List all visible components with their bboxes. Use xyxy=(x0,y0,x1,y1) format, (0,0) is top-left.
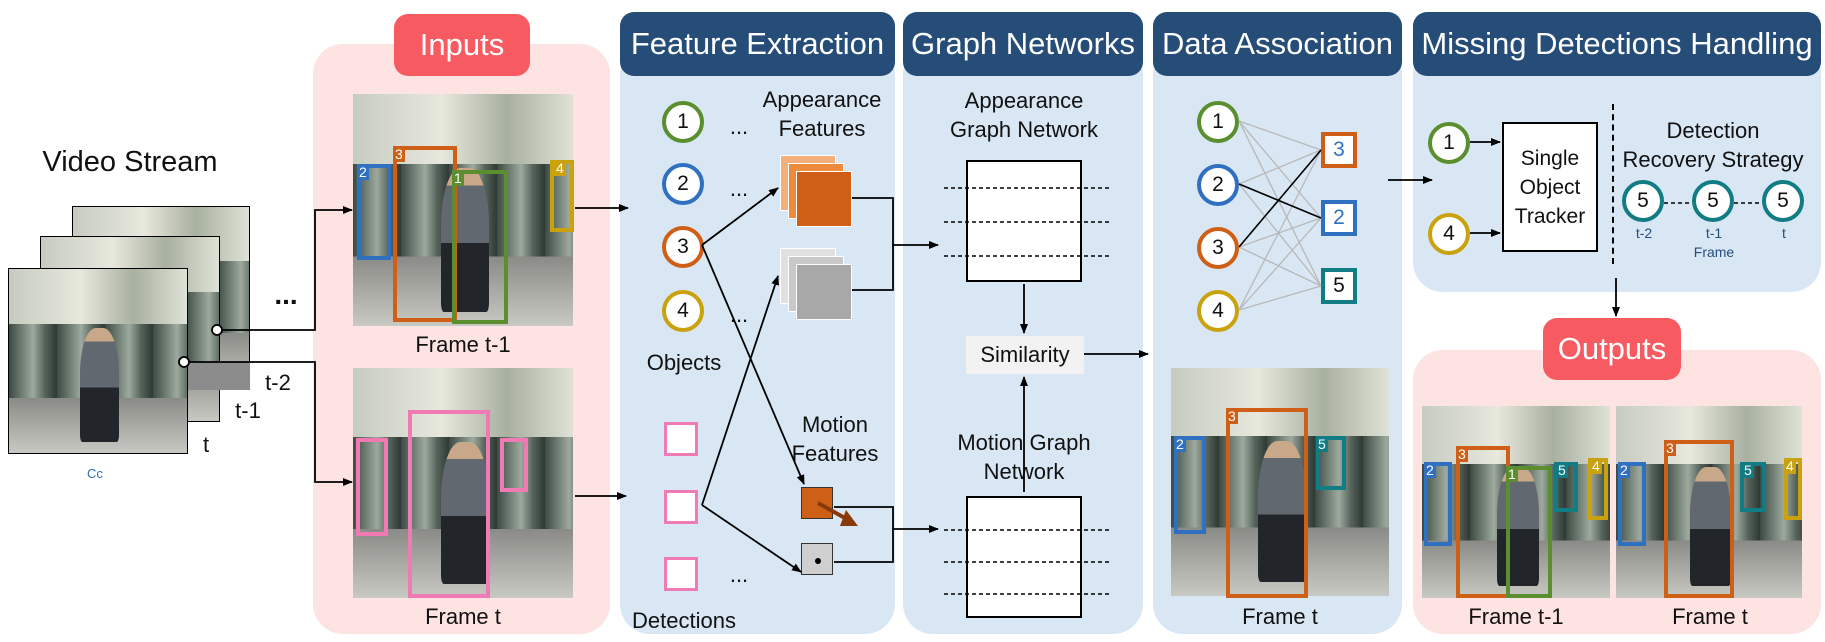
single-object-tracker-label: Single Object Tracker xyxy=(1514,146,1586,228)
association-frame-label: Frame t xyxy=(1242,604,1318,629)
single-object-tracker-box: Single Object Tracker xyxy=(1502,122,1598,252)
output-frame-t-image xyxy=(1616,406,1802,598)
detection-box-b xyxy=(408,410,490,598)
recovery-frame-label: Frame xyxy=(1693,244,1735,260)
out-left-tag-5: 5 xyxy=(1556,462,1568,478)
appearance-graph-matrix xyxy=(966,160,1082,282)
missing-divider xyxy=(1612,104,1614,264)
detection-square-2 xyxy=(664,490,698,524)
feature-extraction-header: Feature Extraction xyxy=(620,12,895,76)
recovery-time-t1: t-1 xyxy=(1705,225,1723,241)
recovery-time-t2: t-2 xyxy=(1635,225,1653,241)
out-right-tag-3: 3 xyxy=(1664,440,1676,456)
out-right-tag-4: 4 xyxy=(1784,458,1796,474)
bbox-tag-4: 4 xyxy=(554,160,566,176)
missing-detections-header: Missing Detections Handling xyxy=(1413,12,1821,76)
appearance-graph-label: Appearance Graph Network xyxy=(950,88,1098,142)
object-circle-3: 3 xyxy=(662,226,704,268)
assoc-bbox-2 xyxy=(1174,436,1206,534)
ellipsis-2: ... xyxy=(729,176,749,201)
input-frame-t-image xyxy=(353,368,573,598)
graph-networks-header: Graph Networks xyxy=(903,12,1143,76)
recovery-circle-t2: 5 xyxy=(1622,180,1664,222)
video-frame-t xyxy=(8,268,188,454)
detection-square-3 xyxy=(664,557,698,591)
output-frame-right-label: Frame t xyxy=(1672,604,1748,629)
motion-feature-gray xyxy=(801,543,833,575)
appearance-gray-card-front xyxy=(796,264,852,320)
detection-square-1 xyxy=(664,422,698,456)
frame-stack-shade xyxy=(188,362,250,390)
out-right-tag-2: 2 xyxy=(1618,462,1630,478)
objects-label: Objects xyxy=(646,350,722,375)
motion-graph-label: Motion Graph Network xyxy=(957,430,1091,484)
assoc-right-3: 3 xyxy=(1321,132,1357,168)
assoc-bbox-3 xyxy=(1226,408,1308,598)
label-t: t xyxy=(202,432,210,457)
assoc-bbox-tag-2: 2 xyxy=(1174,436,1186,452)
label-t2: t-2 xyxy=(265,370,291,395)
bbox-tag-3: 3 xyxy=(393,146,405,162)
missing-detections-panel xyxy=(1413,44,1821,292)
detection-box-a xyxy=(356,438,388,536)
assoc-right-5: 5 xyxy=(1321,268,1357,304)
video-ellipsis: ... xyxy=(274,279,298,310)
out-left-tag-1: 1 xyxy=(1506,466,1518,482)
motion-graph-matrix xyxy=(966,496,1082,618)
ellipsis-4: ... xyxy=(729,562,749,587)
output-frame-t1-image xyxy=(1422,406,1610,598)
appearance-feature-card-front xyxy=(796,171,852,227)
bbox-tag-2: 2 xyxy=(357,164,369,180)
out-left-tag-4: 4 xyxy=(1590,458,1602,474)
data-association-header: Data Association xyxy=(1153,12,1402,76)
out-left-bbox-3 xyxy=(1456,446,1510,598)
label-t1: t-1 xyxy=(235,398,261,423)
detection-box-c xyxy=(500,438,528,492)
recovery-time-t: t xyxy=(1782,225,1786,241)
missing-input-4: 4 xyxy=(1428,213,1470,255)
bbox-tag-1: 1 xyxy=(452,170,464,186)
missing-input-1: 1 xyxy=(1428,122,1470,164)
object-circle-1: 1 xyxy=(662,101,704,143)
out-left-bbox-1 xyxy=(1506,466,1552,598)
bbox-2 xyxy=(357,164,391,260)
outputs-header: Outputs xyxy=(1543,318,1681,380)
out-right-bbox-3 xyxy=(1664,440,1734,598)
assoc-left-4: 4 xyxy=(1197,290,1239,332)
out-right-bbox-2 xyxy=(1618,462,1646,546)
out-left-bbox-2 xyxy=(1424,462,1452,546)
ellipsis-3: ... xyxy=(729,302,749,327)
assoc-left-1: 1 xyxy=(1197,101,1239,143)
bbox-1 xyxy=(452,170,508,324)
out-left-tag-2: 2 xyxy=(1424,462,1436,478)
appearance-features-label: Appearance Features xyxy=(762,87,882,141)
similarity-label: Similarity xyxy=(966,336,1084,374)
motion-feature-orange xyxy=(801,487,833,519)
input-frame-bottom-label: Frame t xyxy=(425,604,501,629)
assoc-bbox-5 xyxy=(1316,436,1346,490)
detection-recovery-strategy-label: Detection Recovery Strategy xyxy=(1622,118,1804,172)
motion-features-label: Motion Features xyxy=(791,412,879,466)
recovery-circle-t1: 5 xyxy=(1692,180,1734,222)
assoc-bbox-tag-5: 5 xyxy=(1316,436,1328,452)
assoc-bbox-tag-3: 3 xyxy=(1226,408,1238,424)
ellipsis-1: ... xyxy=(729,114,749,139)
association-frame-image xyxy=(1171,368,1389,596)
video-stream-title: Video Stream xyxy=(42,146,218,178)
assoc-left-3: 3 xyxy=(1197,227,1239,269)
detections-label: Detections xyxy=(632,608,736,633)
recovery-circle-t: 5 xyxy=(1762,180,1804,222)
inputs-header: Inputs xyxy=(394,14,530,76)
assoc-right-2: 2 xyxy=(1321,200,1357,236)
video-caption: Cc xyxy=(87,466,103,481)
bbox-3 xyxy=(393,146,457,322)
object-circle-4: 4 xyxy=(662,290,704,332)
out-right-tag-5: 5 xyxy=(1742,462,1754,478)
object-circle-2: 2 xyxy=(662,163,704,205)
assoc-left-2: 2 xyxy=(1197,164,1239,206)
output-frame-left-label: Frame t-1 xyxy=(1468,604,1564,629)
out-left-tag-3: 3 xyxy=(1456,446,1468,462)
input-frame-top-label: Frame t-1 xyxy=(415,332,511,357)
